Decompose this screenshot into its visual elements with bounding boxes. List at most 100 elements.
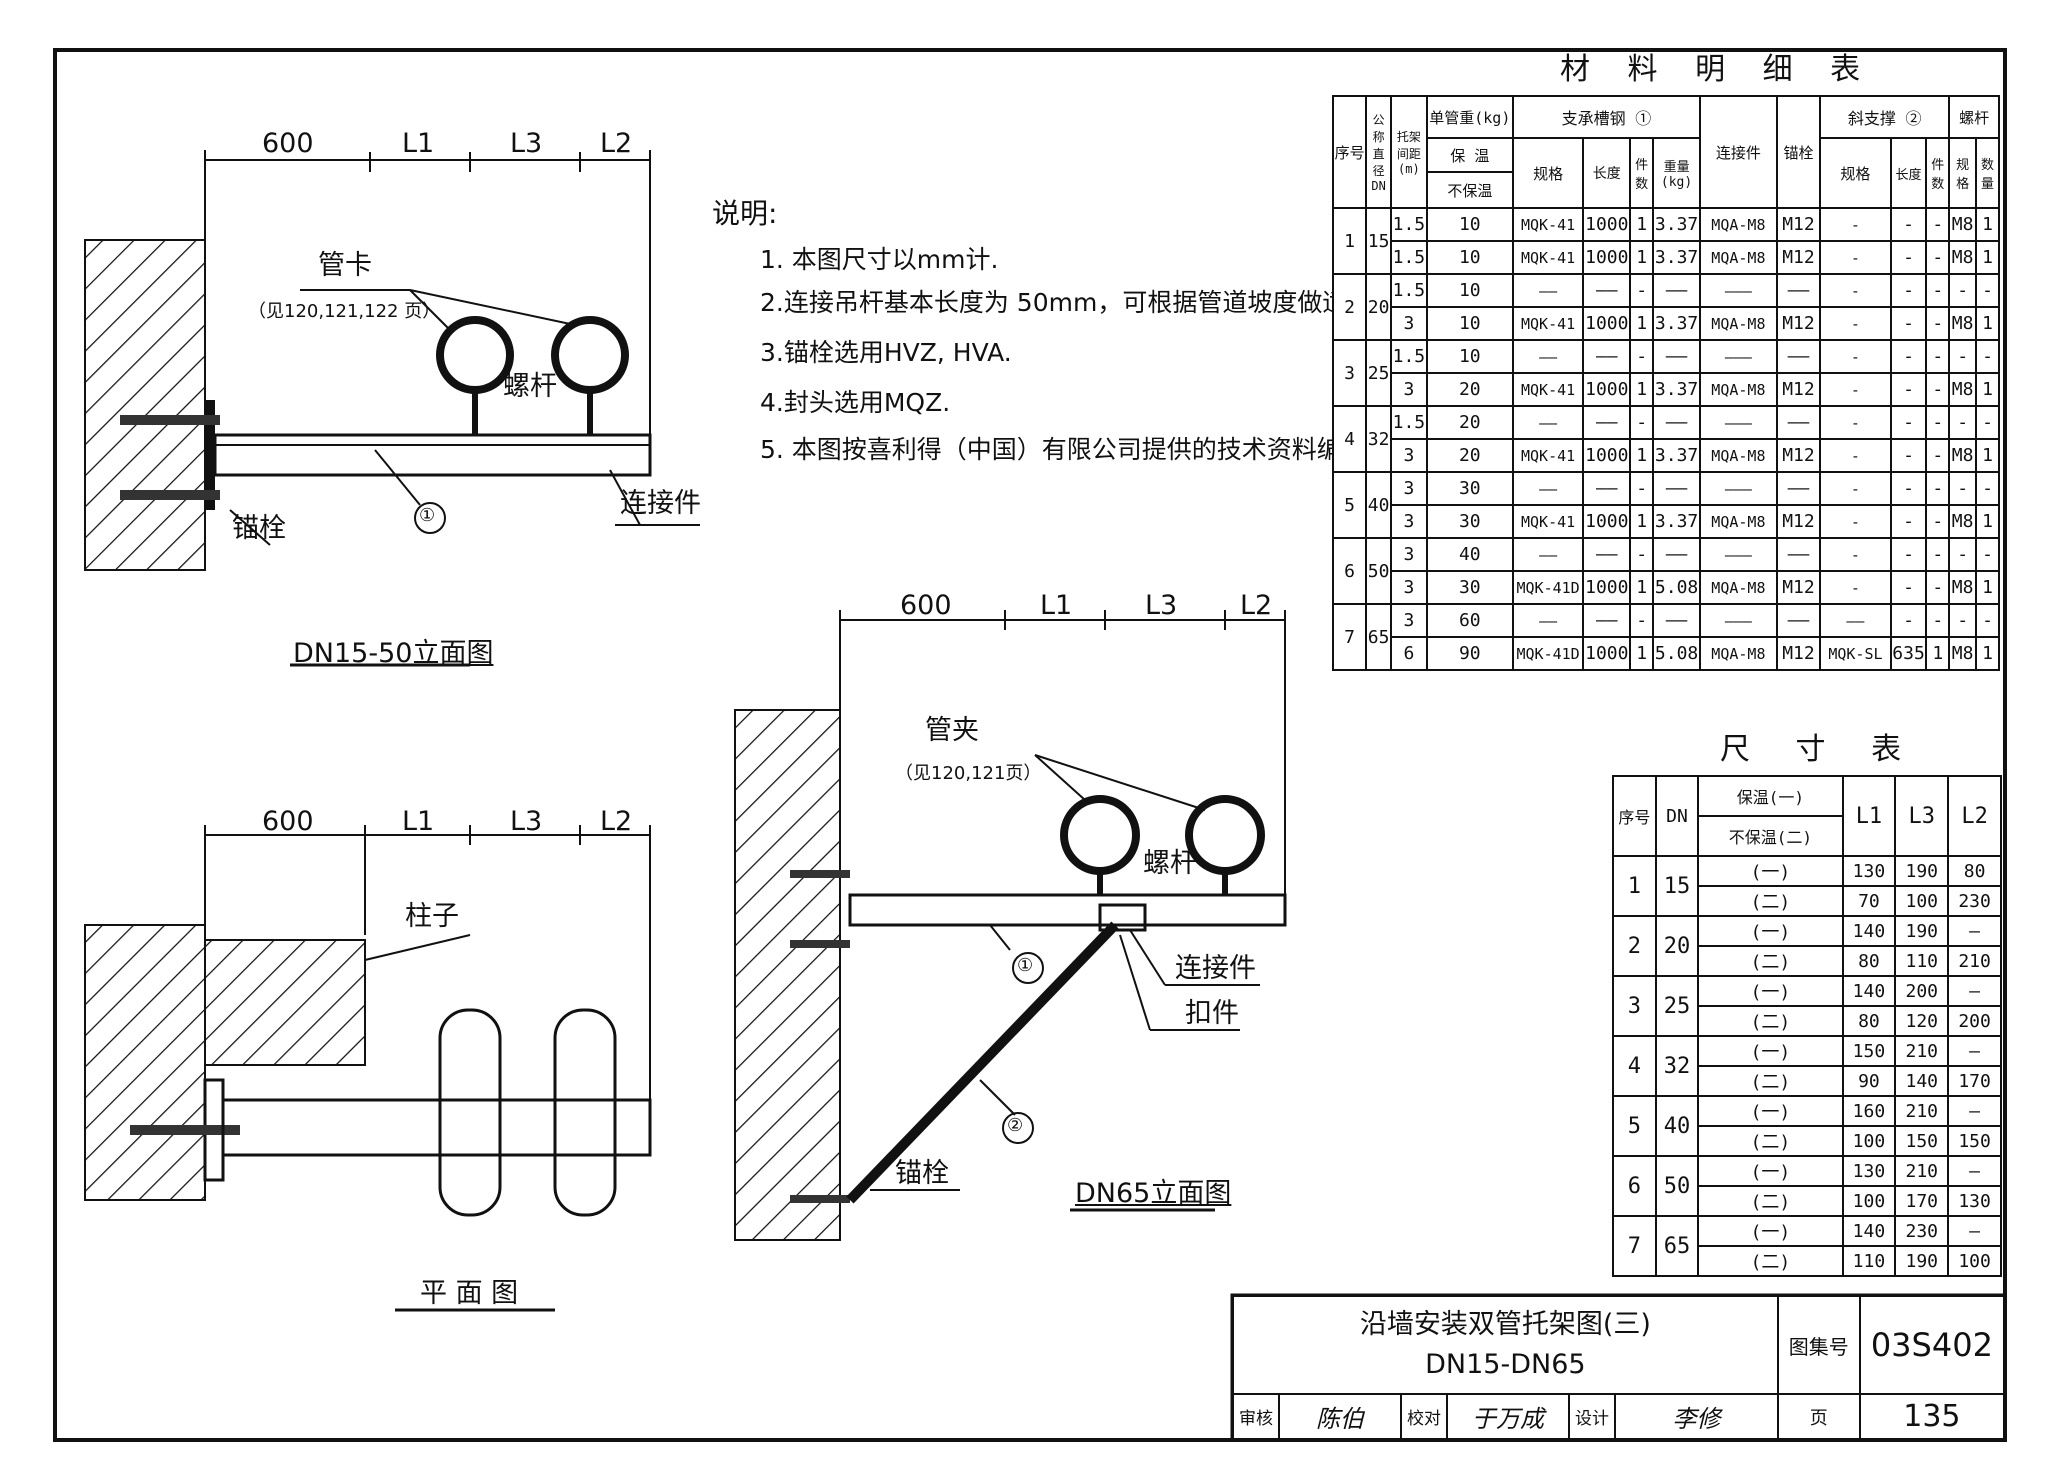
mat-cell-bl: - bbox=[1889, 438, 1928, 473]
mat-h-connector: 连接件 bbox=[1699, 95, 1778, 209]
mat-cell-bl: - bbox=[1889, 372, 1928, 407]
mat-cell-bc: - bbox=[1925, 207, 1951, 242]
mat-cell-bs: - bbox=[1819, 471, 1892, 506]
dim-cell-l2: — bbox=[1947, 975, 2002, 1007]
mat-cell-bc: - bbox=[1925, 504, 1951, 539]
dim-cell-seq: 1 bbox=[1612, 855, 1657, 917]
callout-1: ① bbox=[419, 505, 436, 526]
column-hatch bbox=[204, 939, 366, 1066]
dim-h-l3: L3 bbox=[1894, 775, 1950, 857]
drawing-title-line2: DN15-DN65 bbox=[1425, 1349, 1586, 1380]
dim-cell-l3: 210 bbox=[1894, 1155, 1950, 1187]
view-plan bbox=[84, 825, 652, 1312]
mat-cell-seq: 4 bbox=[1331, 405, 1368, 473]
mat-cell-wt: 5.08 bbox=[1652, 570, 1702, 605]
dim-cell-l1: 110 bbox=[1841, 1245, 1897, 1277]
title-block: 沿墙安装双管托架图(三) DN15-DN65 图集号 03S402 审核 陈伯 … bbox=[1232, 1295, 2006, 1440]
mat-cell-cnt: 1 bbox=[1629, 207, 1655, 242]
mat-cell-span: 1.5 bbox=[1390, 405, 1428, 440]
mat-cell-wt: 3.37 bbox=[1652, 306, 1702, 341]
mat-cell-w: 60 bbox=[1425, 603, 1514, 638]
mat-cell-span: 3 bbox=[1390, 471, 1428, 506]
mat-cell-bl: - bbox=[1889, 504, 1928, 539]
mat-cell-conn: ——— bbox=[1699, 273, 1778, 308]
dim-cell-l3: 100 bbox=[1894, 885, 1950, 917]
dim-l1: L1 bbox=[402, 806, 435, 837]
dim-cell-l3: 210 bbox=[1894, 1035, 1950, 1067]
mat-h-brace-len: 长度 bbox=[1889, 137, 1928, 209]
mat-cell-len: 1000 bbox=[1582, 306, 1632, 341]
pipe-clamp bbox=[1060, 795, 1140, 875]
mat-cell-dn: 32 bbox=[1365, 405, 1393, 473]
mat-cell-span: 1.5 bbox=[1390, 339, 1428, 374]
mat-cell-bc: - bbox=[1925, 570, 1951, 605]
mat-cell-rs: - bbox=[1948, 339, 1978, 374]
mat-cell-w: 30 bbox=[1425, 504, 1514, 539]
review-signature: 陈伯 bbox=[1278, 1393, 1402, 1440]
mat-cell-conn: MQA-M8 bbox=[1699, 306, 1778, 341]
dim-cell-l2: — bbox=[1947, 1155, 2002, 1187]
mat-cell-rs: - bbox=[1948, 405, 1978, 440]
mat-h-rod: 螺杆 bbox=[1948, 95, 2000, 139]
label-maoshuan: 锚栓 bbox=[232, 513, 286, 544]
mat-cell-bc: - bbox=[1925, 603, 1951, 638]
dim-h-l2: L2 bbox=[1947, 775, 2002, 857]
dim-h-dn: DN bbox=[1654, 775, 1700, 857]
page-label: 页 bbox=[1776, 1393, 1861, 1440]
mat-cell-bc: - bbox=[1925, 405, 1951, 440]
dim-l2: L2 bbox=[1240, 590, 1273, 621]
mat-cell-bc: - bbox=[1925, 306, 1951, 341]
mat-cell-wt: 3.37 bbox=[1652, 372, 1702, 407]
label-zhuzi: 柱子 bbox=[405, 901, 459, 932]
mat-cell-conn: ——— bbox=[1699, 405, 1778, 440]
mat-cell-w: 30 bbox=[1425, 471, 1514, 506]
pipe-clamp bbox=[436, 316, 514, 394]
support-channel bbox=[213, 433, 652, 477]
mat-cell-bs: - bbox=[1819, 306, 1892, 341]
dim-cell-l2: 230 bbox=[1947, 885, 2002, 917]
mat-cell-rq: 1 bbox=[1975, 306, 2000, 341]
mat-cell-bl: - bbox=[1889, 603, 1928, 638]
mat-cell-w: 90 bbox=[1425, 636, 1514, 671]
mat-h-channel: 支承槽钢 ① bbox=[1511, 95, 1702, 139]
dim-cell-l3: 190 bbox=[1894, 855, 1950, 887]
mat-cell-bs: - bbox=[1819, 570, 1892, 605]
mat-cell-rq: - bbox=[1975, 273, 2000, 308]
mat-cell-conn: ——— bbox=[1699, 603, 1778, 638]
mat-cell-wt: —— bbox=[1652, 339, 1702, 374]
mat-cell-rq: - bbox=[1975, 339, 2000, 374]
dimensions-title: 尺 寸 表 bbox=[1720, 732, 1920, 767]
mat-h-count: 件数 bbox=[1629, 137, 1655, 209]
dim-cell-l2: 150 bbox=[1947, 1125, 2002, 1157]
mat-cell-seq: 3 bbox=[1331, 339, 1368, 407]
mat-cell-seq: 5 bbox=[1331, 471, 1368, 539]
mat-cell-bl: - bbox=[1889, 405, 1928, 440]
dim-cell-l3: 210 bbox=[1894, 1095, 1950, 1127]
dim-cell-t: (二) bbox=[1697, 1185, 1844, 1217]
mat-cell-span: 3 bbox=[1390, 372, 1428, 407]
mat-cell-w: 10 bbox=[1425, 240, 1514, 275]
mat-cell-rs: M8 bbox=[1948, 240, 1978, 275]
mat-cell-conn: MQA-M8 bbox=[1699, 372, 1778, 407]
mat-cell-rq: 1 bbox=[1975, 636, 2000, 671]
dim-cell-seq: 4 bbox=[1612, 1035, 1657, 1097]
dim-l1: L1 bbox=[1040, 590, 1073, 621]
mat-cell-rs: M8 bbox=[1948, 306, 1978, 341]
mat-cell-bc: - bbox=[1925, 537, 1951, 572]
mat-cell-len: —— bbox=[1582, 537, 1632, 572]
mat-h-spec: 规格 bbox=[1511, 137, 1585, 209]
mat-cell-anc: M12 bbox=[1775, 438, 1822, 473]
mat-cell-w: 10 bbox=[1425, 207, 1514, 242]
mat-cell-anc: M12 bbox=[1775, 372, 1822, 407]
mat-cell-wt: 5.08 bbox=[1652, 636, 1702, 671]
mat-cell-cnt: - bbox=[1629, 603, 1655, 638]
dim-cell-dn: 50 bbox=[1654, 1155, 1700, 1217]
mat-cell-len: —— bbox=[1582, 603, 1632, 638]
mat-cell-bc: 1 bbox=[1925, 636, 1951, 671]
mat-cell-rq: - bbox=[1975, 537, 2000, 572]
